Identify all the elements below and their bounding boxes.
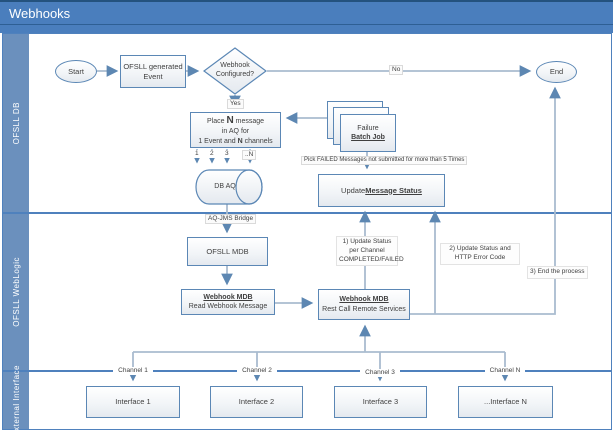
interface-n-node: ...Interface N	[458, 386, 553, 418]
title-bar: Webhooks	[0, 0, 613, 24]
pick-failed-note: Pick FAILED Messages not submitted for m…	[301, 156, 468, 166]
channel-3-label: Channel 3	[360, 369, 400, 377]
lane-strip-external-interface: External Interface	[3, 365, 31, 436]
title-bar-substrip	[0, 24, 613, 33]
failure-line-2: Batch Job	[351, 134, 385, 141]
interface-3-node: Interface 3	[334, 386, 427, 418]
queue-number-1: 1	[193, 150, 201, 158]
interface-1-node: Interface 1	[86, 386, 180, 418]
page-title: Webhooks	[9, 5, 71, 21]
mdb-rest-subtitle: Rest Call Remote Services	[322, 305, 406, 313]
queue-number-3: 3	[223, 150, 231, 158]
end-node: End	[536, 61, 577, 83]
note-3-end-process: 3) End the process	[527, 266, 588, 279]
channel-1-label: Channel 1	[113, 367, 153, 375]
start-node: Start	[55, 60, 97, 83]
place-message-node: Place N message in AQ for 1 Event and N …	[190, 112, 281, 148]
queue-number-2: 2	[208, 150, 216, 158]
note-1-update-status: 1) Update Status per Channel COMPLETED/F…	[336, 236, 404, 267]
update-message-status-node: Update Message Status	[318, 174, 445, 207]
no-branch-label: No	[389, 65, 404, 75]
lane-ofsll-weblogic: OFSLL WebLogic	[3, 214, 611, 372]
mdb-read-title: Webhook MDB	[203, 293, 253, 301]
mdb-rest-title: Webhook MDB	[339, 296, 389, 304]
yes-branch-label: Yes	[227, 99, 244, 109]
channel-2-label: Channel 2	[237, 367, 277, 375]
lane-label: External Interface	[11, 364, 21, 437]
event-node: OFSLL generated Event	[120, 55, 186, 88]
lane-strip-ofsll-weblogic: OFSLL WebLogic	[3, 214, 31, 370]
aq-jms-bridge-label: AQ-JMS Bridge	[205, 214, 257, 224]
lane-label: OFSLL DB	[11, 101, 21, 145]
note-2-update-status-http: 2) Update Status and HTTP Error Code	[440, 243, 520, 265]
lane-strip-ofsll-db: OFSLL DB	[3, 34, 31, 212]
channel-n-label: Channel N	[485, 367, 525, 375]
place-line-2: in AQ for	[221, 128, 250, 136]
place-line-3: 1 Event and N channels	[198, 137, 273, 145]
lane-label: OFSLL WebLogic	[11, 257, 21, 327]
interface-2-node: Interface 2	[210, 386, 303, 418]
ofsll-mdb-node: OFSLL MDB	[187, 237, 268, 266]
webhook-mdb-read-node: Webhook MDB Read Webhook Message	[181, 289, 275, 315]
lane-ofsll-db: OFSLL DB	[3, 34, 611, 214]
decision-node-label: Webhook Configured?	[215, 62, 255, 78]
failure-batch-job-node: Failure Batch Job	[340, 114, 396, 152]
db-aq-label: DB AQ	[214, 182, 236, 190]
failure-line-1: Failure	[357, 124, 379, 132]
webhook-mdb-rest-node: Webhook MDB Rest Call Remote Services	[318, 289, 410, 320]
lane-external-interface: External Interface	[3, 365, 611, 436]
queue-number-n: ..N	[242, 150, 257, 160]
place-line-1: Place N message	[206, 115, 265, 127]
mdb-read-subtitle: Read Webhook Message	[188, 303, 268, 310]
